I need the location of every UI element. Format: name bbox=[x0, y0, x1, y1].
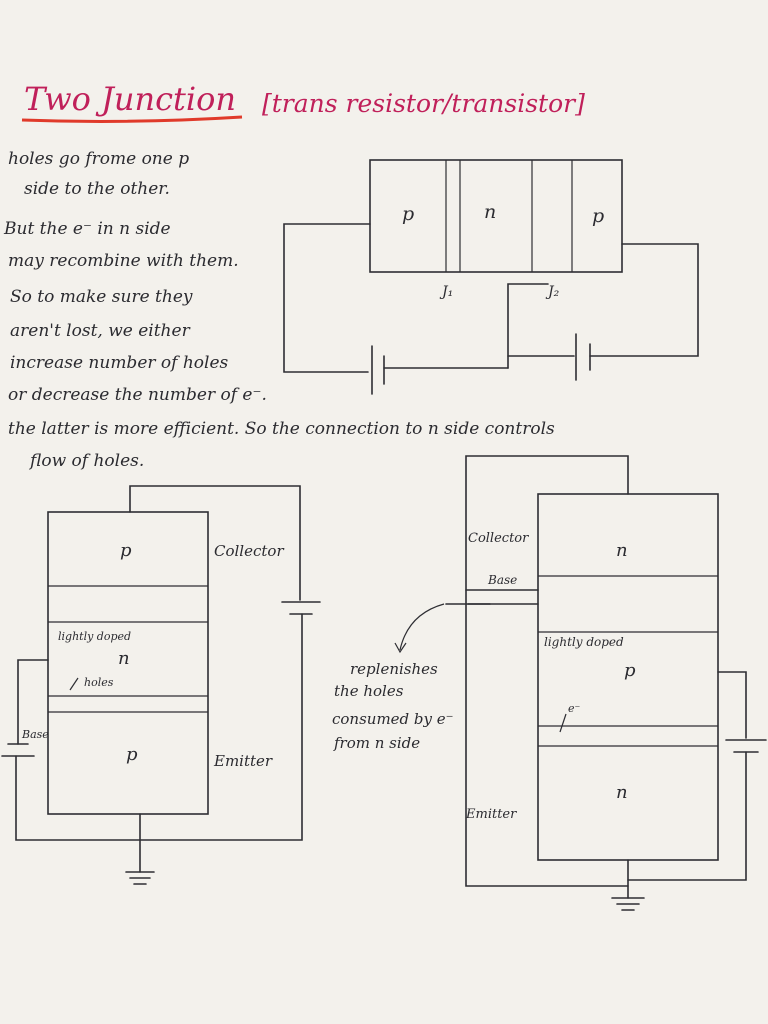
region-p-bottom: p bbox=[126, 744, 138, 765]
circuit-wire bbox=[507, 283, 549, 369]
notes-block: holes go frome one p side to the other. … bbox=[3, 149, 555, 471]
region-n-bottom: n bbox=[616, 782, 628, 803]
note-line: or decrease the number of e⁻. bbox=[8, 385, 267, 405]
note-line: side to the other. bbox=[24, 179, 170, 199]
note-line: So to make sure they bbox=[10, 287, 193, 307]
note-line: holes go frome one p bbox=[8, 149, 189, 169]
junction-label-j2: J₂ bbox=[545, 284, 560, 300]
emitter-circuit-wire bbox=[627, 751, 747, 881]
semiconductor-block bbox=[369, 159, 623, 273]
holes-label: holes bbox=[84, 676, 114, 689]
electron-arrow bbox=[559, 713, 567, 733]
note-line: increase number of holes bbox=[10, 353, 229, 373]
junction-label-j1: J₁ bbox=[439, 284, 453, 300]
note-line: flow of holes. bbox=[28, 451, 144, 471]
note-line: But the e⁻ in n side bbox=[3, 219, 171, 239]
annotation-line: the holes bbox=[334, 682, 404, 700]
pnp-block bbox=[47, 511, 209, 815]
annotation-arrowhead bbox=[394, 642, 407, 654]
holes-arrow bbox=[69, 677, 79, 691]
region-p-left: p bbox=[402, 203, 414, 225]
annotation-arrow bbox=[399, 603, 445, 651]
base-wire bbox=[17, 659, 49, 745]
npn-transistor-diagram: n lightly doped p e⁻ n Collector Base Em… bbox=[332, 455, 767, 911]
annotation-line: replenishes bbox=[350, 660, 438, 678]
base-label: Base bbox=[21, 728, 49, 741]
title-underline bbox=[21, 115, 243, 123]
collector-wire bbox=[465, 455, 629, 887]
emitter-circuit-wire bbox=[717, 671, 747, 739]
annotation-line: from n side bbox=[333, 734, 420, 752]
electron-label: e⁻ bbox=[568, 702, 581, 715]
region-p-middle: p bbox=[624, 660, 636, 681]
note-line: may recombine with them. bbox=[8, 251, 239, 271]
pnp-transistor-diagram: p lightly doped n holes p Collector Emit… bbox=[1, 485, 321, 885]
note-line: aren't lost, we either bbox=[10, 321, 191, 341]
emitter-label: Emitter bbox=[213, 752, 273, 770]
collector-label: Collector bbox=[468, 531, 529, 546]
circuit-wire bbox=[283, 223, 371, 373]
lightly-doped-label: lightly doped bbox=[58, 630, 131, 643]
ground-wire bbox=[15, 613, 303, 841]
note-line: the latter is more efficient. So the con… bbox=[8, 419, 555, 439]
collector-wire bbox=[129, 485, 301, 601]
region-n-middle: n bbox=[118, 648, 130, 669]
base-label: Base bbox=[487, 573, 517, 587]
lightly-doped-label: lightly doped bbox=[544, 635, 624, 649]
top-pnp-diagram: p n p J₁ J₂ bbox=[283, 159, 699, 395]
annotation-line: consumed by e⁻ bbox=[332, 710, 454, 728]
title-bracket: [trans resistor/transistor] bbox=[262, 89, 585, 118]
region-n-top: n bbox=[616, 540, 628, 561]
title-main: Two Junction bbox=[24, 80, 236, 118]
region-p-top: p bbox=[120, 540, 132, 561]
emitter-label: Emitter bbox=[465, 807, 517, 822]
circuit-wire bbox=[589, 243, 699, 357]
collector-label: Collector bbox=[214, 542, 284, 560]
region-p-right: p bbox=[592, 205, 604, 227]
region-n: n bbox=[484, 201, 496, 223]
